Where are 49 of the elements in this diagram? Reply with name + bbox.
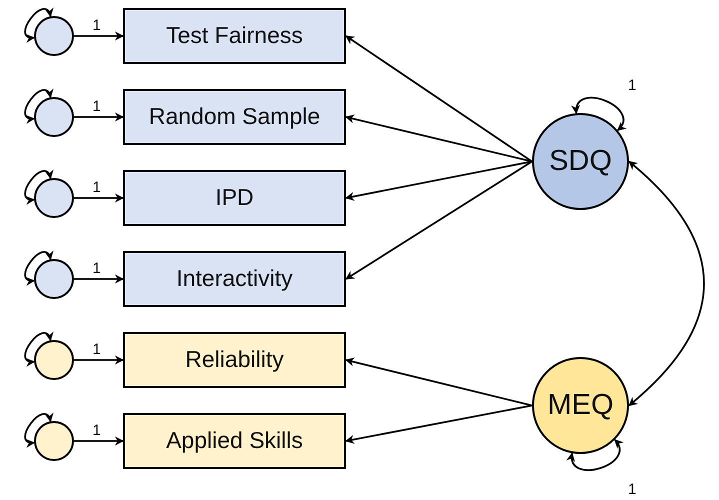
variable-label: Random Sample bbox=[148, 104, 320, 130]
observed-variable-box bbox=[123, 251, 346, 307]
observed-variable-box bbox=[123, 413, 346, 469]
arrow bbox=[74, 194, 124, 202]
self-loop-arrow bbox=[572, 96, 626, 132]
error-term-circle bbox=[34, 421, 74, 461]
arrow bbox=[74, 32, 124, 40]
arrow bbox=[345, 404, 532, 444]
edge-label: 1 bbox=[92, 423, 101, 438]
arrow bbox=[345, 160, 532, 280]
self-loop-arrow bbox=[24, 412, 52, 447]
arrow bbox=[345, 358, 532, 406]
edge-label: 1 bbox=[92, 180, 101, 195]
variable-label: IPD bbox=[215, 185, 254, 211]
self-loop-arrow bbox=[24, 169, 52, 204]
variable-label: SDQ bbox=[549, 146, 612, 178]
self-loop-arrow bbox=[24, 7, 52, 42]
variable-label: MEQ bbox=[547, 390, 614, 422]
arrow bbox=[74, 356, 124, 364]
self-loop-arrow bbox=[24, 250, 52, 285]
variable-label: Test Fairness bbox=[166, 23, 303, 49]
observed-variable-box bbox=[123, 170, 346, 226]
edge-label: 1 bbox=[92, 18, 101, 33]
variable-label: Interactivity bbox=[176, 266, 293, 292]
observed-variable-box bbox=[123, 8, 346, 64]
edge-label: 1 bbox=[92, 99, 101, 114]
observed-variable-box bbox=[123, 332, 346, 388]
variable-label: Applied Skills bbox=[166, 428, 303, 454]
arrow bbox=[74, 436, 124, 446]
arrow bbox=[345, 160, 532, 201]
error-term-circle bbox=[34, 340, 74, 380]
error-term-circle bbox=[34, 16, 74, 56]
arrow bbox=[628, 160, 705, 406]
arrow bbox=[345, 114, 532, 162]
self-loop-arrow bbox=[568, 439, 624, 471]
error-term-circle bbox=[34, 178, 74, 218]
arrow bbox=[74, 274, 124, 284]
edge-label: 1 bbox=[628, 482, 636, 497]
variable-label: Reliability bbox=[185, 347, 284, 373]
error-term-circle bbox=[34, 97, 74, 137]
edge-label: 1 bbox=[92, 261, 101, 276]
edge-label: 1 bbox=[92, 342, 101, 357]
edge-label: 1 bbox=[628, 78, 636, 93]
error-term-circle bbox=[34, 259, 74, 299]
self-loop-arrow bbox=[24, 88, 52, 123]
observed-variable-box bbox=[123, 89, 346, 145]
arrow bbox=[74, 112, 124, 122]
self-loop-arrow bbox=[24, 331, 52, 366]
arrow bbox=[345, 35, 532, 162]
